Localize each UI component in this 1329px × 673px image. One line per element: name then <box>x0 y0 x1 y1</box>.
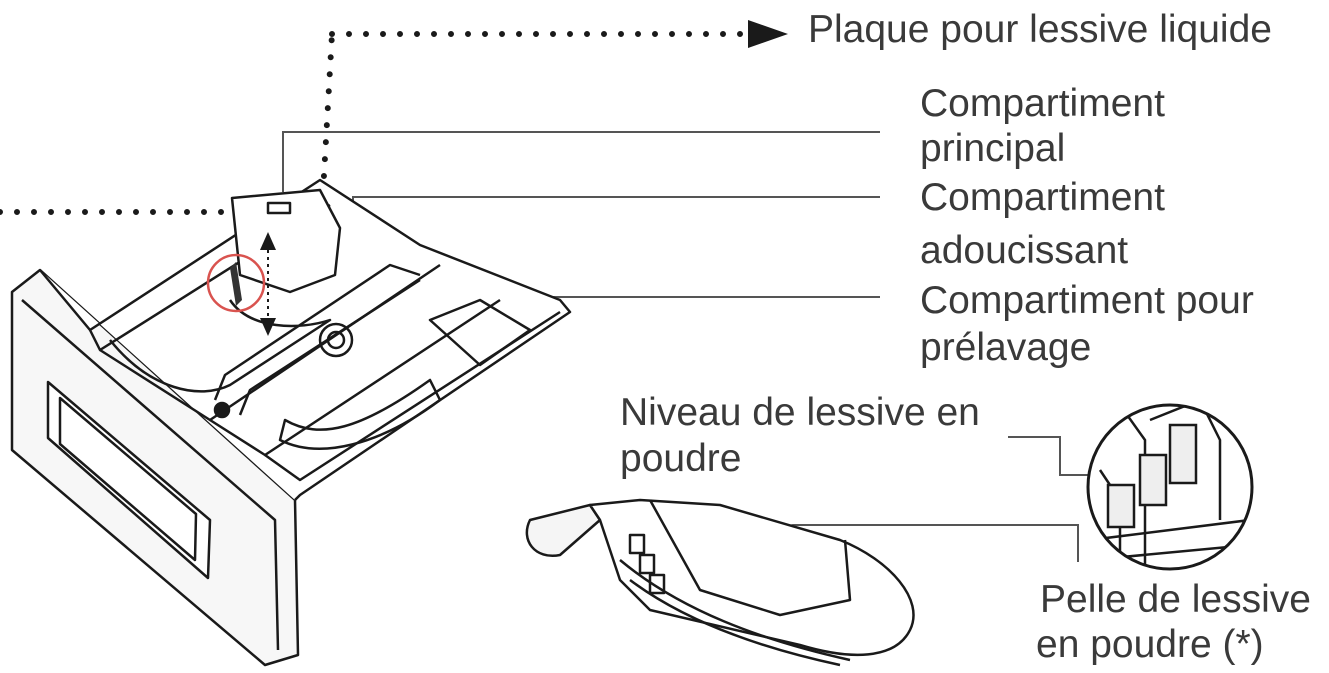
powder-scoop <box>525 498 915 667</box>
label-main-compartment-line1: Compartiment <box>920 82 1165 125</box>
drawer-handle <box>46 380 212 580</box>
leader-powder-level <box>1008 436 1095 476</box>
powder-level-zoom <box>1086 403 1254 571</box>
label-powder-scoop-line2: en poudre (*) <box>1036 623 1264 666</box>
liquid-plate-arrowhead <box>748 20 788 48</box>
drawer-body <box>39 178 572 501</box>
plate-move-indicator <box>260 232 276 336</box>
label-liquid-plate: Plaque pour lessive liquide <box>808 8 1272 51</box>
label-powder-level-line1: Niveau de lessive en <box>620 391 980 434</box>
liquid-plate-pointer <box>0 31 748 215</box>
leader-main <box>282 131 880 192</box>
label-prewash-compartment-line1: Compartiment pour <box>920 279 1254 322</box>
label-softener-compartment-line1: Compartiment <box>920 176 1165 219</box>
liquid-plate <box>230 188 342 294</box>
label-main-compartment-line2: principal <box>920 127 1066 170</box>
label-powder-level-line2: poudre <box>620 437 742 480</box>
detergent-drawer <box>10 178 572 667</box>
label-prewash-compartment-line2: prélavage <box>920 326 1092 369</box>
label-powder-scoop-line1: Pelle de lessive <box>1040 578 1311 621</box>
plate-latch <box>230 262 242 306</box>
label-softener-compartment-line2: adoucissant <box>920 229 1129 272</box>
siphon-cap <box>318 322 354 358</box>
highlight-circle <box>206 253 266 313</box>
